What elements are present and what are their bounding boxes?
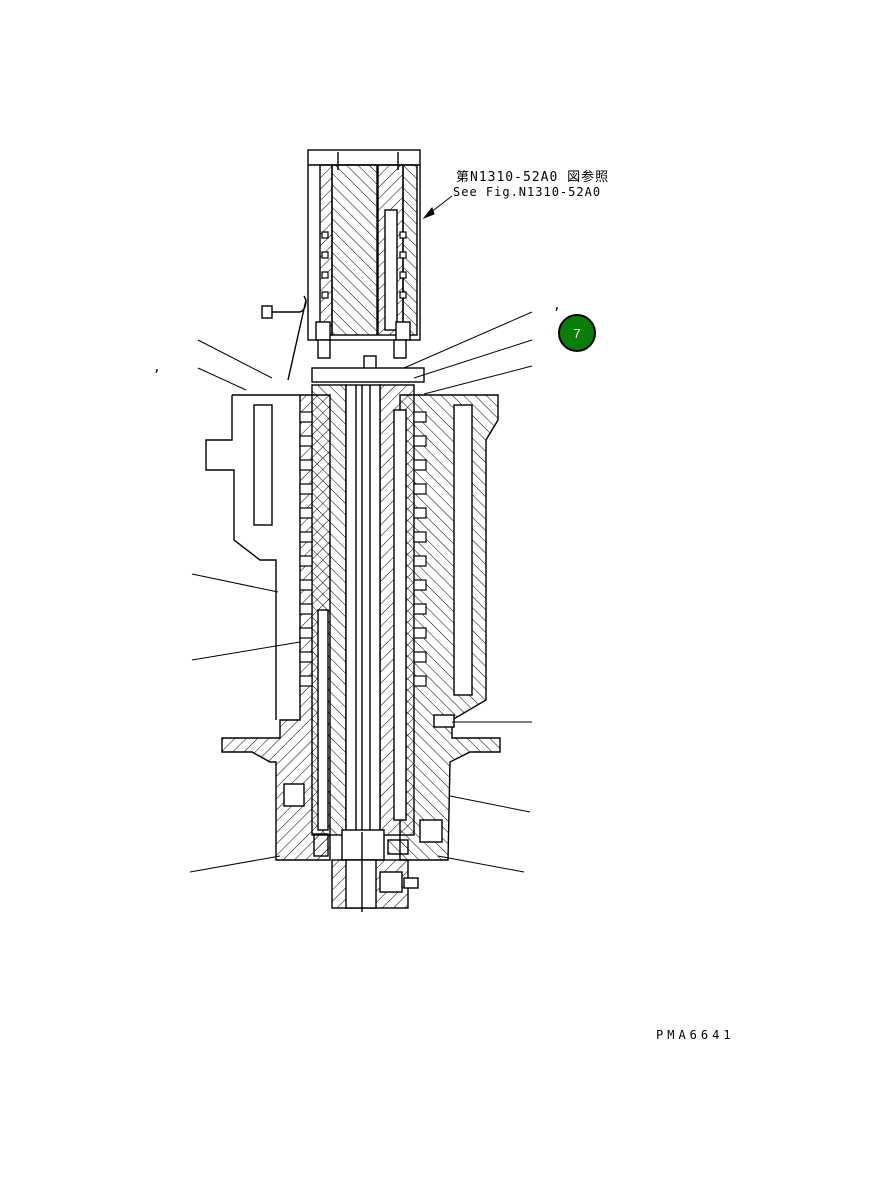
callout-comma-right: , <box>553 298 561 313</box>
mounting-bolts <box>311 321 425 383</box>
bottom-joint <box>313 829 419 912</box>
reference-english: See Fig.N1310-52A0 <box>453 185 602 199</box>
part-number-badge-label: 7 <box>573 325 581 341</box>
reference-japanese: 第N1310-52A0 図参照 <box>456 170 610 185</box>
drawing-number: PMA6641 <box>656 1028 735 1042</box>
callout-comma-left: , <box>153 360 161 375</box>
hydraulic-pipe <box>270 295 307 381</box>
top-cylinder <box>307 149 421 341</box>
leader-lines <box>189 195 533 873</box>
cylinder-seal-grooves <box>321 231 407 299</box>
shaft-grooves <box>299 411 427 687</box>
inner-sleeve <box>311 384 415 836</box>
part-number-badge[interactable]: 7 <box>558 314 596 352</box>
